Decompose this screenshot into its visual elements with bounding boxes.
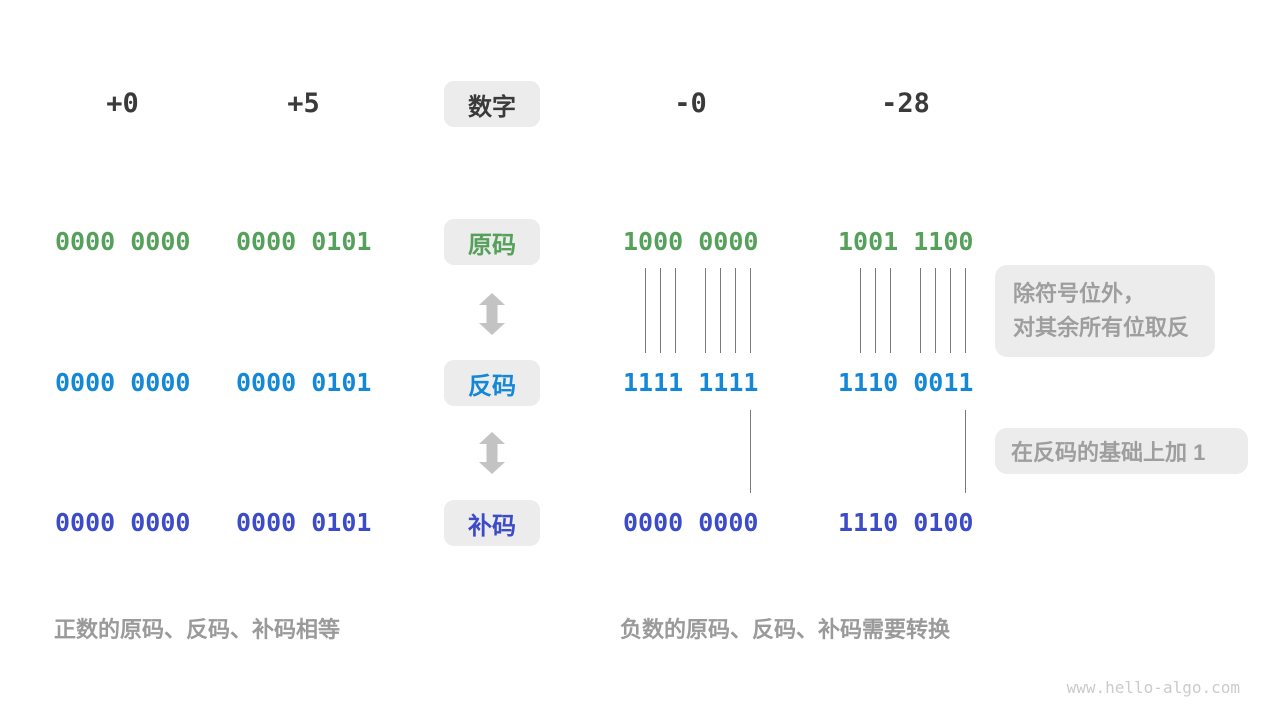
bit-connector-line — [675, 268, 676, 353]
bit-connector-line — [660, 268, 661, 353]
bit-connector-line — [705, 268, 706, 353]
double-arrow-icon — [479, 432, 505, 474]
sign-magnitude-label: 原码 — [444, 219, 540, 265]
note-add-one: 在反码的基础上加 1 — [995, 428, 1248, 474]
bit-connector-line — [965, 410, 966, 493]
header-value-plus0: +0 — [106, 88, 139, 119]
note-flip-bits: 除符号位外， 对其余所有位取反 — [995, 265, 1215, 357]
bit-connector-line — [860, 268, 861, 353]
sign-magnitude-plus5: 0000 0101 — [236, 227, 372, 256]
twos-complement-minus0: 0000 0000 — [623, 508, 759, 537]
note-flip-line1: 除符号位外， — [1013, 281, 1146, 306]
sign-magnitude-minus0: 1000 0000 — [623, 227, 759, 256]
double-arrow-icon — [479, 293, 505, 335]
bit-connector-line — [750, 410, 751, 493]
bit-connector-line — [750, 268, 751, 353]
twos-complement-minus28: 1110 0100 — [838, 508, 974, 537]
caption-negative-numbers: 负数的原码、反码、补码需要转换 — [620, 617, 951, 642]
ones-complement-plus0: 0000 0000 — [55, 368, 191, 397]
twos-complement-plus0: 0000 0000 — [55, 508, 191, 537]
ones-complement-label: 反码 — [444, 360, 540, 406]
bit-connector-line — [950, 268, 951, 353]
twos-complement-plus5: 0000 0101 — [236, 508, 372, 537]
bit-connector-line — [735, 268, 736, 353]
bit-connector-line — [890, 268, 891, 353]
bit-connector-line — [875, 268, 876, 353]
header-value-minus28: -28 — [881, 88, 930, 119]
caption-positive-numbers: 正数的原码、反码、补码相等 — [54, 617, 341, 642]
bit-connector-line — [720, 268, 721, 353]
header-value-plus5: +5 — [287, 88, 320, 119]
watermark: www.hello-algo.com — [1066, 678, 1240, 697]
header-value-minus0: -0 — [674, 88, 707, 119]
twos-complement-label: 补码 — [444, 500, 540, 546]
bit-connector-line — [920, 268, 921, 353]
ones-complement-minus28: 1110 0011 — [838, 368, 974, 397]
ones-complement-minus0: 1111 1111 — [623, 368, 759, 397]
ones-complement-plus5: 0000 0101 — [236, 368, 372, 397]
sign-magnitude-plus0: 0000 0000 — [55, 227, 191, 256]
note-flip-line2: 对其余所有位取反 — [1013, 315, 1190, 340]
sign-magnitude-minus28: 1001 1100 — [838, 227, 974, 256]
bit-connector-line — [935, 268, 936, 353]
bit-connector-line — [645, 268, 646, 353]
header-label-number: 数字 — [444, 81, 540, 127]
bit-connector-line — [965, 268, 966, 353]
